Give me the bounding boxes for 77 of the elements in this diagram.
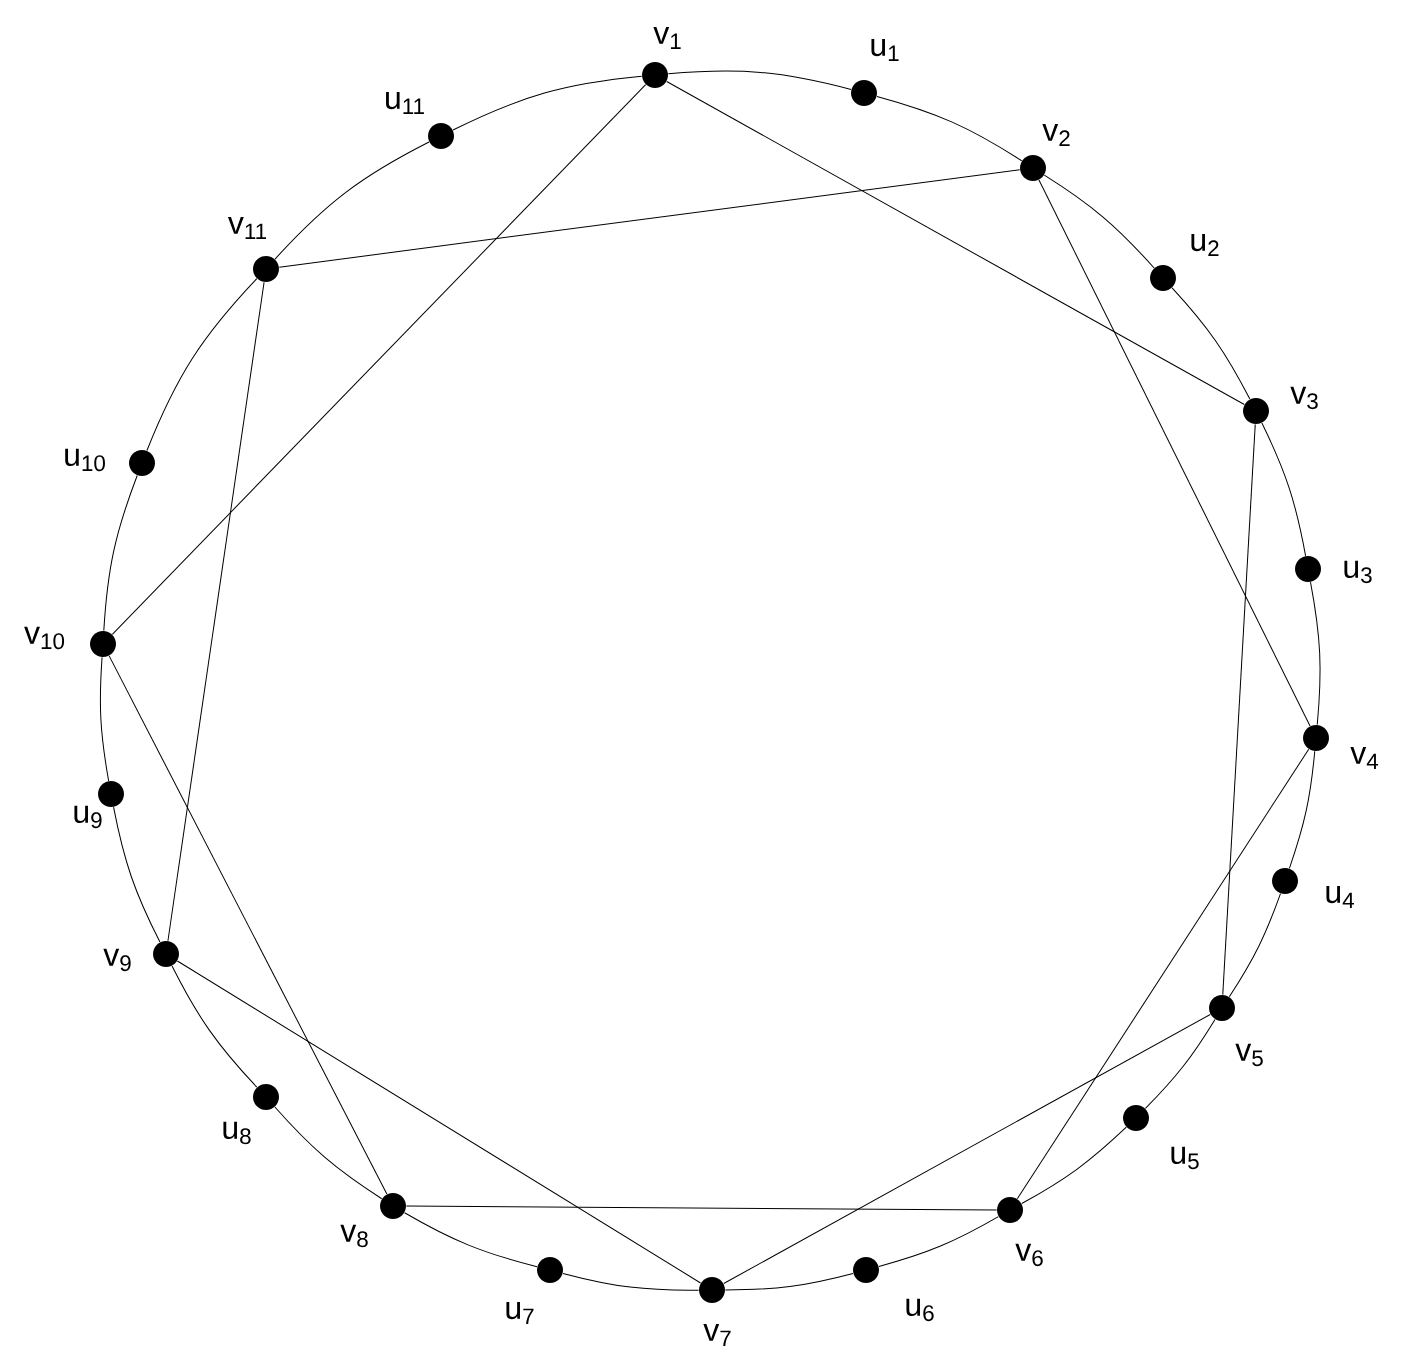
circle-arc	[1171, 287, 1251, 400]
circle-arc	[1288, 750, 1316, 869]
circle-arc	[1043, 174, 1155, 269]
vertex-dot	[1123, 1105, 1149, 1131]
circle-arc	[274, 141, 430, 260]
vertex-dot	[129, 450, 155, 476]
circle-arc	[113, 806, 161, 943]
vertex-dot	[642, 62, 668, 88]
edge-line	[167, 281, 265, 942]
vertex-dot	[853, 1257, 879, 1283]
vertex-dot	[537, 1257, 563, 1283]
circle-arc	[171, 965, 258, 1088]
vertex-dot	[997, 1197, 1023, 1223]
circle-arc	[274, 1106, 383, 1200]
vertex-label: v$_{3}$	[1290, 386, 1318, 410]
vertex-label: u$_{3}$	[1344, 560, 1372, 584]
vertex-dot	[1020, 155, 1046, 181]
circle-arc	[1310, 581, 1321, 726]
vertex-dot	[699, 1277, 725, 1303]
circle-arc	[876, 96, 1023, 162]
circle-arc	[1261, 422, 1307, 557]
circle-arc	[724, 1272, 854, 1291]
vertex-dot	[253, 1084, 279, 1110]
circle-arc	[878, 1216, 999, 1267]
vertex-label: v$_{10}$	[24, 626, 65, 650]
circle-arc	[103, 475, 138, 632]
vertex-dot	[1209, 995, 1235, 1021]
edge-line	[1016, 748, 1310, 1200]
circle-arc	[146, 278, 258, 452]
vertex-label: u$_{6}$	[906, 1298, 934, 1322]
vertex-label: v$_{6}$	[1015, 1243, 1043, 1267]
vertex-dot	[1295, 556, 1321, 582]
vertex-label: v$_{11}$	[227, 216, 267, 240]
vertex-label: u$_{5}$	[1171, 1146, 1199, 1170]
vertex-label: u$_{2}$	[1191, 233, 1219, 257]
vertex-dot	[1243, 398, 1269, 424]
vertex-label: u$_{7}$	[506, 1301, 534, 1325]
circle-arc	[562, 1272, 700, 1291]
edge-line	[108, 655, 388, 1195]
vertex-label: u$_{11}$	[386, 91, 424, 114]
circle-arc	[1228, 893, 1281, 998]
vertex-label: u$_{1}$	[871, 38, 899, 62]
circle-arc	[99, 656, 110, 782]
circle-arc	[404, 1212, 538, 1268]
vertex-label: v$_{2}$	[1042, 123, 1070, 147]
vertex-label: v$_{9}$	[103, 948, 131, 972]
circle-arc	[1021, 1126, 1127, 1205]
vertex-dot	[153, 941, 179, 967]
edge-line	[278, 169, 1021, 268]
edge-line	[405, 1205, 998, 1211]
vertex-dot	[1303, 725, 1329, 751]
vertex-label: v$_{8}$	[340, 1224, 368, 1248]
vertex-label: u$_{10}$	[65, 448, 105, 472]
edge-line	[666, 81, 1245, 405]
vertex-dot	[98, 781, 124, 807]
edge-line	[176, 960, 702, 1284]
vertex-dot	[253, 256, 279, 282]
circle-arc	[452, 75, 643, 131]
vertex-label: v$_{4}$	[1350, 746, 1379, 770]
vertex-label: v$_{7}$	[703, 1323, 731, 1347]
vertex-dot	[851, 80, 877, 106]
vertex-dot	[90, 631, 116, 657]
edge-line	[111, 84, 647, 635]
edge-line	[1222, 423, 1256, 996]
vertex-dot	[428, 123, 454, 149]
vertex-label: v$_{5}$	[1235, 1043, 1263, 1067]
vertex-label: u$_{9}$	[74, 805, 102, 829]
vertex-dot	[1150, 265, 1176, 291]
vertex-label: u$_{8}$	[223, 1121, 251, 1145]
vertex-label: u$_{4}$	[1326, 885, 1354, 909]
vertex-dot	[1272, 868, 1298, 894]
edge-line	[723, 1013, 1211, 1284]
vertex-dot	[380, 1193, 406, 1219]
circle-arc	[1144, 1018, 1216, 1109]
circle-arc	[667, 70, 852, 91]
edge-line	[1038, 179, 1311, 727]
vertex-label: v$_{1}$	[653, 26, 681, 49]
